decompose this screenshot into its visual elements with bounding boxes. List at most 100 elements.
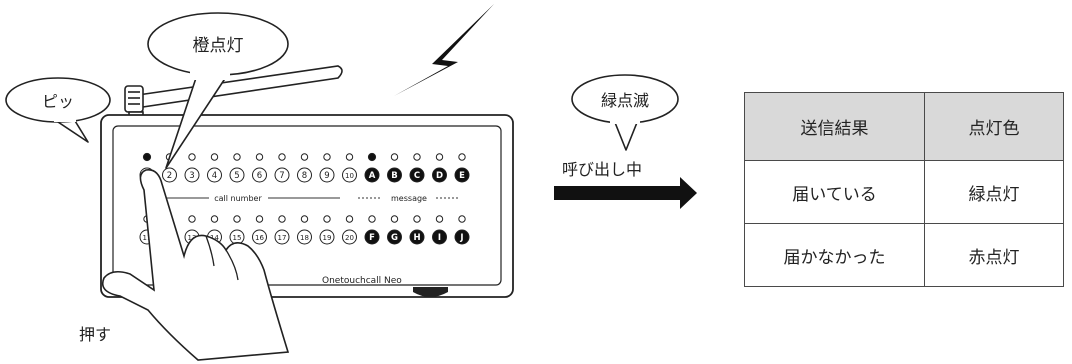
call-button-label: 11 <box>143 234 152 242</box>
call-button-7[interactable] <box>274 167 290 183</box>
call-button-label: G <box>391 233 398 243</box>
led <box>458 153 466 161</box>
call-button-5[interactable] <box>229 167 245 183</box>
antenna <box>124 65 343 123</box>
call-button-8[interactable] <box>297 167 312 183</box>
call-button-label: 20 <box>345 234 354 242</box>
call-button-label: 17 <box>278 234 287 242</box>
call-button-20[interactable] <box>342 229 357 245</box>
call-button-I[interactable] <box>432 229 447 245</box>
right-arrow-icon <box>554 177 697 209</box>
cell-result: 届かなかった <box>744 223 925 287</box>
led <box>390 215 399 223</box>
call-button-label: 13 <box>188 234 197 242</box>
led <box>413 153 421 161</box>
led <box>345 215 354 223</box>
call-button-E[interactable] <box>454 167 470 183</box>
led <box>368 215 376 223</box>
bubble-green-blink: 緑点滅 <box>571 74 679 151</box>
call-button-label: 14 <box>210 234 219 242</box>
led <box>278 153 286 161</box>
led-lit <box>367 152 377 162</box>
led-row-top <box>142 152 466 162</box>
button-row-bottom: 11121314151617181920FGHIJ <box>139 229 470 245</box>
call-button-C[interactable] <box>409 167 425 183</box>
call-button-H[interactable] <box>409 229 425 245</box>
call-button-label: F <box>369 233 375 243</box>
led <box>233 215 241 223</box>
call-button-B[interactable] <box>387 167 402 183</box>
cell-color: 赤点灯 <box>924 223 1064 287</box>
call-button-label: J <box>459 233 463 243</box>
hand-illustration <box>101 168 290 361</box>
cell-result: 届いている <box>744 160 925 224</box>
call-button-4[interactable] <box>207 167 222 183</box>
led <box>255 153 264 161</box>
calling-label: 呼び出し中 <box>562 160 642 179</box>
call-button-label: A <box>369 171 376 181</box>
call-button-17[interactable] <box>274 229 290 245</box>
call-button-label: 4 <box>212 171 217 181</box>
led <box>278 215 286 223</box>
call-button-label: 10 <box>345 172 354 180</box>
press-label: 押す <box>79 325 111 344</box>
led <box>413 215 421 223</box>
call-button-label: 9 <box>324 171 329 181</box>
table-row: 届いている 緑点灯 <box>744 160 1064 224</box>
bubble-orange-lit: 橙点灯 <box>147 12 289 169</box>
call-button-G[interactable] <box>387 229 402 245</box>
led <box>435 153 444 161</box>
cell-color: 緑点灯 <box>924 160 1064 224</box>
header-result: 送信結果 <box>744 92 925 161</box>
bubble-beep-text: ピッ <box>42 92 74 111</box>
call-button-6[interactable] <box>252 167 267 183</box>
call-button-F[interactable] <box>364 229 380 245</box>
call-button-label: B <box>391 171 397 181</box>
call-button-label: 2 <box>167 171 172 181</box>
call-button-label: 19 <box>323 234 332 242</box>
call-button-10[interactable] <box>342 167 357 183</box>
call-button-label: I <box>438 233 441 243</box>
table-row: 届かなかった 赤点灯 <box>744 223 1064 287</box>
led <box>300 215 309 223</box>
led <box>300 153 309 161</box>
lightning-bolt-icon <box>394 4 494 96</box>
call-button-label: E <box>459 171 465 181</box>
led <box>390 153 399 161</box>
call-button-label: H <box>413 233 420 243</box>
header-color: 点灯色 <box>924 92 1064 161</box>
led <box>323 153 331 161</box>
led <box>255 215 264 223</box>
call-button-2[interactable] <box>162 167 177 183</box>
call-button-J[interactable] <box>454 229 470 245</box>
call-button-label: 8 <box>302 171 307 181</box>
call-button-D[interactable] <box>432 167 447 183</box>
call-button-label: 6 <box>257 171 262 181</box>
led <box>435 215 444 223</box>
call-button-9[interactable] <box>319 167 335 183</box>
call-button-label: 16 <box>255 234 264 242</box>
call-button-19[interactable] <box>319 229 335 245</box>
bubble-orange-lit-text: 橙点灯 <box>193 36 244 56</box>
led <box>233 153 241 161</box>
call-button-label: 5 <box>234 171 239 181</box>
call-button-3[interactable] <box>184 167 200 183</box>
led <box>323 215 331 223</box>
led-row-bottom <box>143 215 466 223</box>
led-lit <box>142 152 152 162</box>
led <box>210 153 219 161</box>
call-button-18[interactable] <box>297 229 312 245</box>
call-button-A[interactable] <box>364 167 380 183</box>
message-label: message <box>391 194 427 203</box>
call-number-label: call number <box>214 194 262 203</box>
led <box>345 153 354 161</box>
led <box>188 215 196 223</box>
call-button-label: 3 <box>189 171 194 181</box>
bubble-green-blink-text: 緑点滅 <box>601 91 649 110</box>
call-button-label: 15 <box>233 234 242 242</box>
call-button-16[interactable] <box>252 229 267 245</box>
bubble-beep: ピッ <box>5 77 111 143</box>
call-button-label: C <box>414 171 420 181</box>
call-button-label: 7 <box>279 171 284 181</box>
